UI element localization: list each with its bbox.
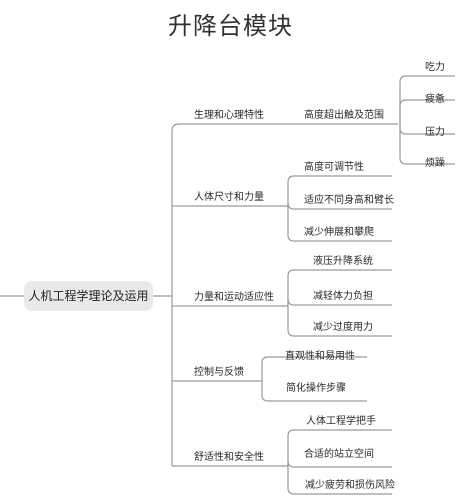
node-reduce-fatigue-injury: 减少疲劳和损伤风险: [305, 480, 395, 491]
node-reduce-stretch-climb: 减少伸展和攀爬: [304, 227, 374, 238]
node-adjustable-height: 高度可调节性: [304, 162, 364, 173]
node-ergonomic-handle: 人体工程学把手: [306, 416, 376, 427]
node-hydraulic-lift: 液压升降系统: [313, 256, 373, 267]
node-height-beyond-reach: 高度超出触及范围: [304, 110, 384, 121]
node-simplify-steps: 简化操作步骤: [286, 383, 346, 394]
node-reduce-physical-load: 减轻体力负担: [313, 291, 373, 302]
leaf-pressure: 压力: [425, 127, 445, 138]
diagram-title: 升降台模块: [168, 12, 293, 40]
leaf-exhausted: 疲惫: [425, 94, 445, 105]
branch-physio-psych: 生理和心理特性: [194, 110, 264, 121]
branch-strength-motion: 力量和运动适应性: [194, 292, 274, 303]
node-adapt-height-arm: 适应不同身高和臂长: [304, 195, 394, 206]
leaf-irritable: 烦躁: [425, 158, 445, 169]
node-suitable-standing-space: 合适的站立空间: [304, 449, 374, 460]
node-reduce-overexertion: 减少过度用力: [313, 322, 373, 333]
leaf-strenuous: 吃力: [425, 62, 445, 73]
root-node: 人机工程学理论及运用: [24, 281, 153, 311]
branch-control-feedback: 控制与反馈: [194, 367, 244, 378]
branch-comfort-safety: 舒适性和安全性: [194, 452, 264, 463]
branch-body-size-strength: 人体尺寸和力量: [194, 192, 264, 203]
node-intuitive-usability: 直观性和易用性: [285, 351, 355, 362]
